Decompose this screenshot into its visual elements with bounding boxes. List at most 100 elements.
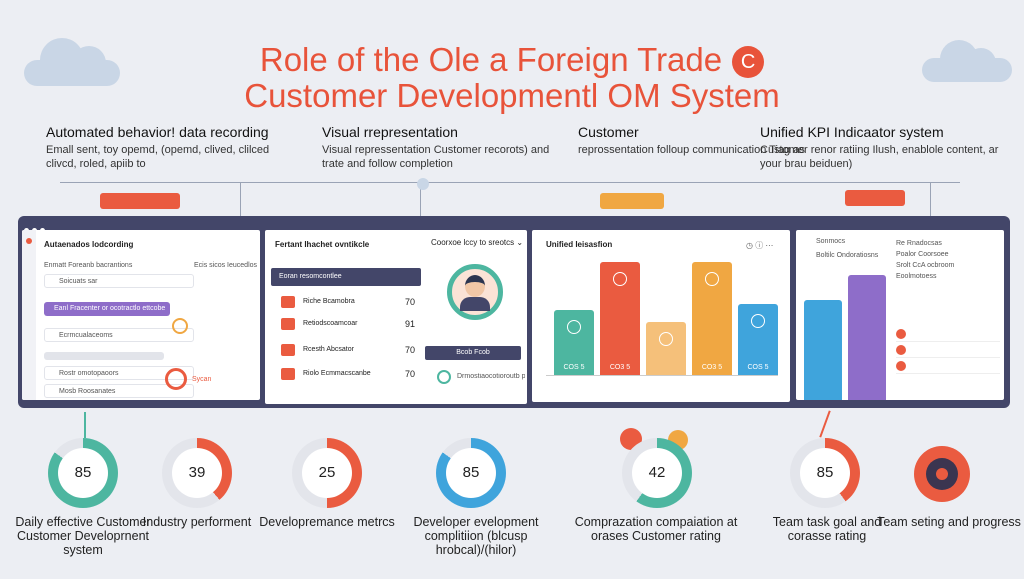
kpi-chart-area: Sonmocs Boltilc Ondoratiosns <box>800 230 890 400</box>
feature-desc: Emall sent, toy opemd, (opemd, clived, c… <box>46 144 270 170</box>
panel-title: Fertant Ihachet ovntikcle <box>275 240 370 249</box>
row-flag-icon <box>281 296 295 308</box>
kpi-ring-value: 39 <box>172 448 222 498</box>
chart-bar[interactable] <box>646 322 686 376</box>
bar-label: COS 5 <box>563 364 585 371</box>
panel-title: Autaenados lodcording <box>44 240 134 249</box>
kpi-detail-line: Re Rnadocsas <box>896 240 942 247</box>
avatar-body-icon <box>460 297 490 311</box>
kpi-ring-3: 85 <box>436 438 506 508</box>
feature-behavior-recording: Automated behavior! data recording Emall… <box>46 124 296 171</box>
title-line1-text: Role of the Ole a Foreign Trade <box>259 41 723 78</box>
panel-header-right: Ecis sicos Ieucedlos <box>194 262 258 269</box>
bar-badge-icon <box>705 272 719 286</box>
kpi-bar-chart <box>800 270 890 400</box>
cloud-right-decoration <box>922 40 1012 82</box>
kpi-ring-2: 25 <box>292 438 362 508</box>
list-item-label: Eanl Fracenter or ocotractlo ettcobe <box>54 305 166 312</box>
panel-title: Unified Ieisasfion <box>546 240 613 249</box>
panel-visual-representation: Fertant Ihachet ovntikcle Coorxoe lccy t… <box>265 230 527 404</box>
side-label: Sycan <box>192 376 212 383</box>
list-item[interactable]: Mosb Roosanates <box>44 384 194 398</box>
bar-badge-icon <box>613 272 627 286</box>
row-flag-icon <box>281 344 295 356</box>
kpi-status-icon <box>896 345 906 355</box>
feature-title: Customer <box>578 124 639 140</box>
filter-dropdown[interactable]: Coorxoe lccy to sreotcs ⌄ <box>431 238 523 247</box>
kpi-list-row[interactable] <box>896 326 1000 342</box>
callout-pill-red <box>100 193 180 209</box>
list-item-label: Rostr omotopaoors <box>59 370 119 377</box>
kpi-bar[interactable] <box>804 300 842 400</box>
avatar-face-icon <box>465 275 485 297</box>
chart-baseline <box>546 375 778 376</box>
callout-pill-red <box>845 190 905 206</box>
panel-toolbar-icons[interactable]: ◷ ⓘ ⋯ <box>746 241 774 250</box>
kpi-label: Daily effective Customer Customer Develo… <box>15 515 151 557</box>
kpi-detail-line: Srolt CcA ocbroom <box>896 262 955 269</box>
kpi-list-row[interactable] <box>896 358 1000 374</box>
feature-desc: reprossentation folloup communication Ti… <box>578 144 805 156</box>
list-item-highlighted[interactable]: Eanl Fracenter or ocotractlo ettcobe <box>44 302 170 316</box>
kpi-label: Industry performent <box>142 515 252 529</box>
table-row[interactable]: Riolo Ecmmacscanbe 70 <box>281 364 415 384</box>
cloud-left-decoration <box>24 38 120 86</box>
list-item[interactable]: Soicuats sar <box>44 274 194 288</box>
connector-line <box>930 182 931 216</box>
kpi-ring-value: 85 <box>800 448 850 498</box>
kpi-label: Developremance metrcs <box>259 515 395 529</box>
list-header: Eoran resomcontlee <box>271 268 421 286</box>
kpi-detail-line: Eoolmotoess <box>896 273 937 280</box>
table-row[interactable]: Riche Bcamobra 70 <box>281 292 415 312</box>
table-row[interactable]: Retiodscoamcoar 91 <box>281 314 415 334</box>
kpi-ring-value: 85 <box>446 448 496 498</box>
kpi-ring-value: 42 <box>632 448 682 498</box>
record-icon <box>26 238 32 244</box>
panel-footer-text: Drmostiaocotioroutb pasronthtcmoar <box>457 373 525 380</box>
list-item-label: Mosb Roosanates <box>59 388 116 395</box>
kpi-list <box>896 326 1000 374</box>
row-label: Riolo Ecmmacscanbe <box>303 370 371 377</box>
orange-action-icon[interactable] <box>172 318 188 334</box>
kpi-ring-value: 25 <box>302 448 352 498</box>
row-label: Riche Bcamobra <box>303 298 355 305</box>
progress-icon <box>437 370 451 384</box>
kpi-bar[interactable] <box>848 275 886 400</box>
team-icon-dot <box>936 468 948 480</box>
filter-dropdown-label: Coorxoe lccy to sreotcs <box>431 238 515 247</box>
kpi-ring-6 <box>914 446 970 502</box>
row-value: 91 <box>404 319 415 329</box>
list-item[interactable]: Ecrmcualaceoms <box>44 328 194 342</box>
feature-desc: Visual repressentation Customer recorots… <box>322 144 550 170</box>
kpi-ring-5: 85 <box>790 438 860 508</box>
kpi-label: Comprazation compaiation at orases Custo… <box>574 515 738 543</box>
connector-line <box>420 182 421 216</box>
kpi-subtitle: Boltilc Ondoratiosns <box>816 252 879 259</box>
panel-sidebar <box>22 230 36 400</box>
customer-avatar <box>447 264 503 320</box>
follow-up-button[interactable]: Bcob Fcob <box>425 346 521 360</box>
sync-icon[interactable] <box>165 368 187 390</box>
list-header-label: Eoran resomcontlee <box>279 273 342 280</box>
bar-badge-icon <box>567 320 581 334</box>
chevron-down-icon: ⌄ <box>516 238 524 247</box>
row-flag-icon <box>281 318 295 330</box>
kpi-status-icon <box>896 361 906 371</box>
feature-title: Unified KPI Indicaator system <box>760 124 944 140</box>
page-title-line2: Customer Developmentl OM System <box>244 77 780 114</box>
list-item[interactable]: Rostr omotopaoors <box>44 366 194 380</box>
panel-behavior-recording: Autaenados lodcording Enmatt Foreanb bac… <box>22 230 260 400</box>
connector-node-icon <box>417 178 429 190</box>
kpi-list-row[interactable] <box>896 342 1000 358</box>
row-value: 70 <box>404 345 415 355</box>
row-value: 70 <box>404 297 415 307</box>
kpi-title: Sonmocs <box>816 238 846 245</box>
feature-customer: Customer reprossentation folloup communi… <box>578 124 828 157</box>
kpi-label: Team seting and progress <box>877 515 1021 529</box>
kpi-label: Developer evelopment complitiion (blcusp… <box>413 515 539 557</box>
bar-label: CO3 5 <box>701 364 723 371</box>
table-row[interactable]: Rcesth Abcsator 70 <box>281 340 415 360</box>
row-label: Retiodscoamcoar <box>303 320 358 327</box>
